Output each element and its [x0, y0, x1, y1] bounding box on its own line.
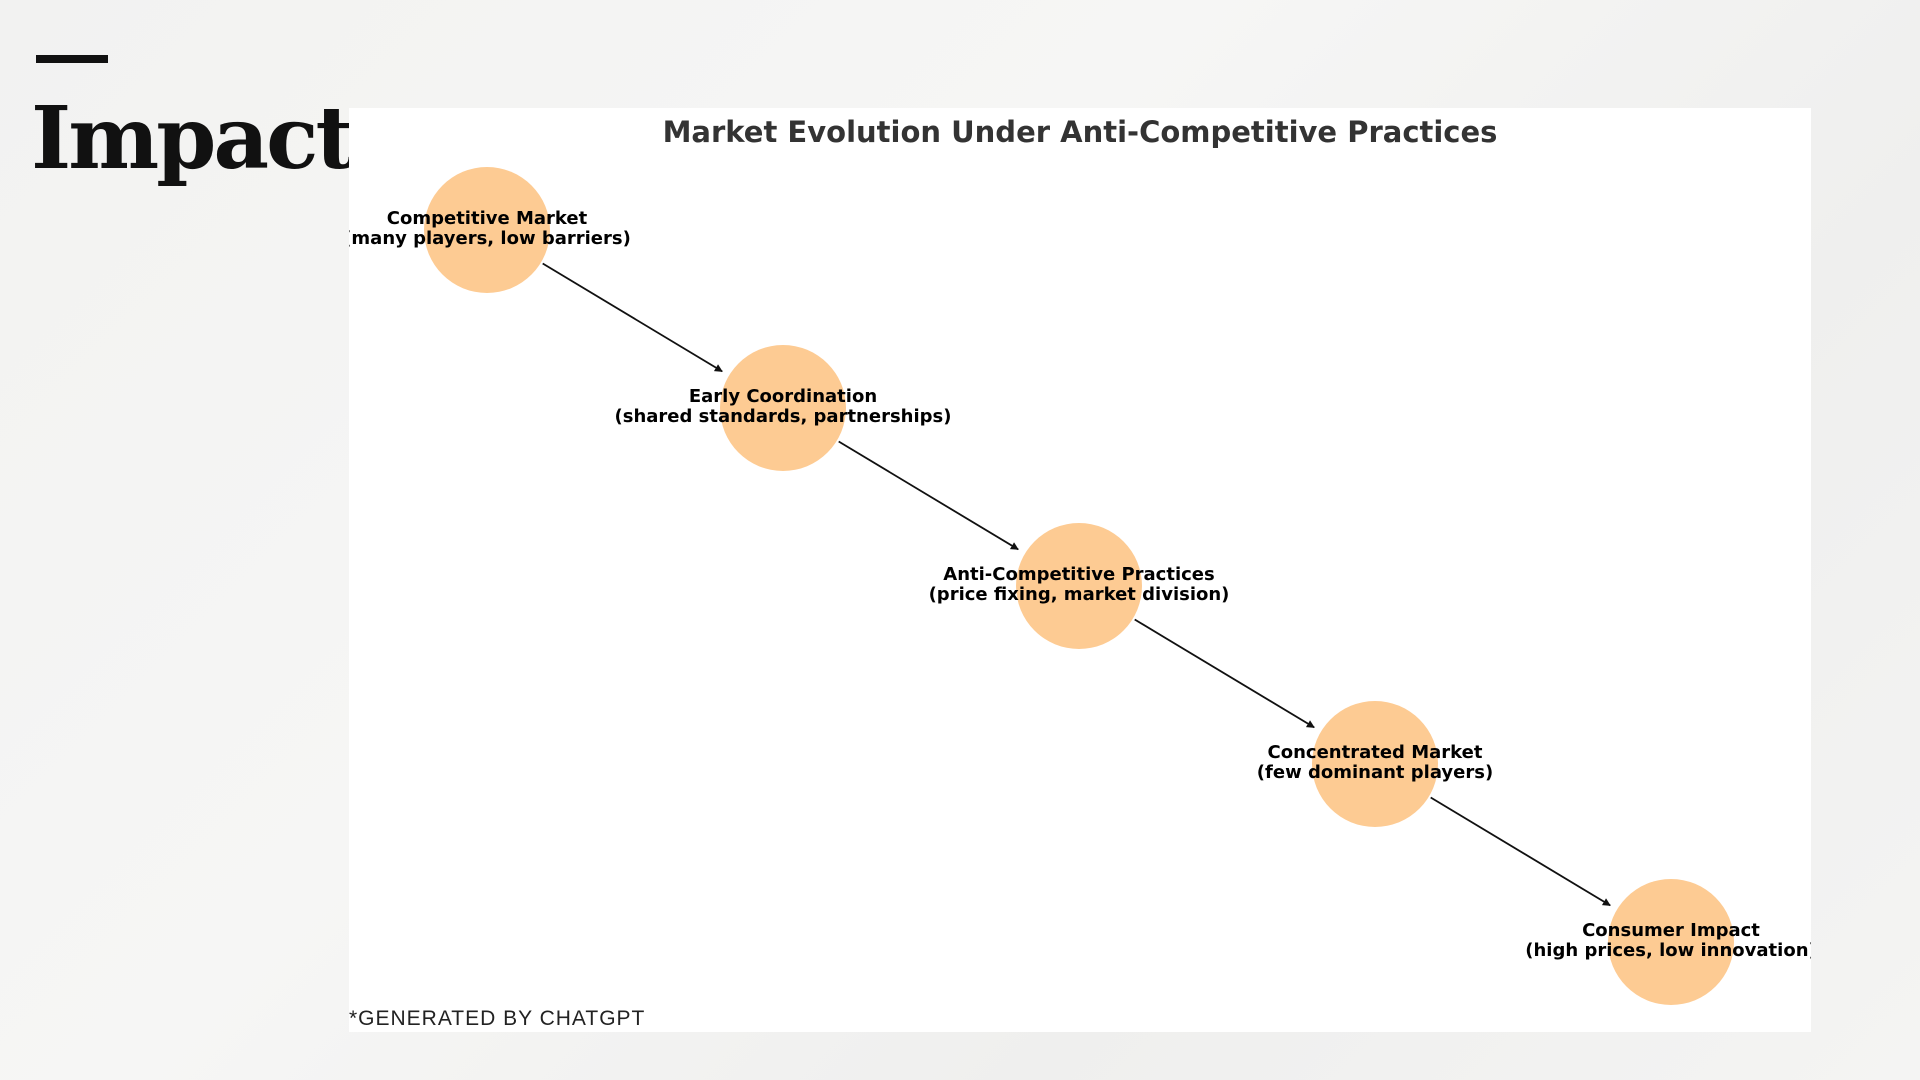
slide-title: Impact: [31, 88, 355, 189]
node-label: Early Coordination: [689, 386, 877, 407]
node-sublabel: (high prices, low innovation): [1525, 940, 1811, 961]
node-sublabel: (price fixing, market division): [929, 584, 1230, 605]
node-sublabel: (shared standards, partnerships): [615, 406, 952, 427]
edge-arrow-3: [1134, 618, 1315, 729]
node-sublabel: (many players, low barriers): [349, 228, 631, 249]
node-sublabel: (few dominant players): [1257, 762, 1493, 783]
node-concentrated-market: Concentrated Market(few dominant players…: [1257, 701, 1493, 827]
node-circle: [1312, 701, 1438, 827]
footnote-generated: *GENERATED BY CHATGPT: [349, 1007, 646, 1030]
node-circle: [424, 167, 550, 293]
node-label: Competitive Market: [387, 208, 588, 229]
diagram-title: Market Evolution Under Anti-Competitive …: [663, 115, 1498, 149]
node-layer: Competitive Market(many players, low bar…: [349, 167, 1811, 1005]
node-early-coordination: Early Coordination(shared standards, par…: [615, 345, 952, 471]
edge-layer: [542, 262, 1611, 907]
edge-arrow-2: [838, 440, 1019, 551]
edge-arrow-1: [542, 262, 723, 373]
node-consumer-impact: Consumer Impact(high prices, low innovat…: [1525, 879, 1811, 1005]
node-circle: [720, 345, 846, 471]
node-competitive-market: Competitive Market(many players, low bar…: [349, 167, 631, 293]
node-circle: [1016, 523, 1142, 649]
node-label: Concentrated Market: [1268, 742, 1483, 763]
flow-diagram: Market Evolution Under Anti-Competitive …: [349, 115, 1811, 1005]
diagram-figure: Market Evolution Under Anti-Competitive …: [349, 108, 1811, 1032]
node-label: Consumer Impact: [1582, 920, 1760, 941]
title-accent-bar: [36, 55, 108, 63]
node-anti-competitive-practices: Anti-Competitive Practices(price fixing,…: [929, 523, 1230, 649]
node-circle: [1608, 879, 1734, 1005]
edge-arrow-4: [1430, 796, 1611, 907]
node-label: Anti-Competitive Practices: [943, 564, 1214, 585]
